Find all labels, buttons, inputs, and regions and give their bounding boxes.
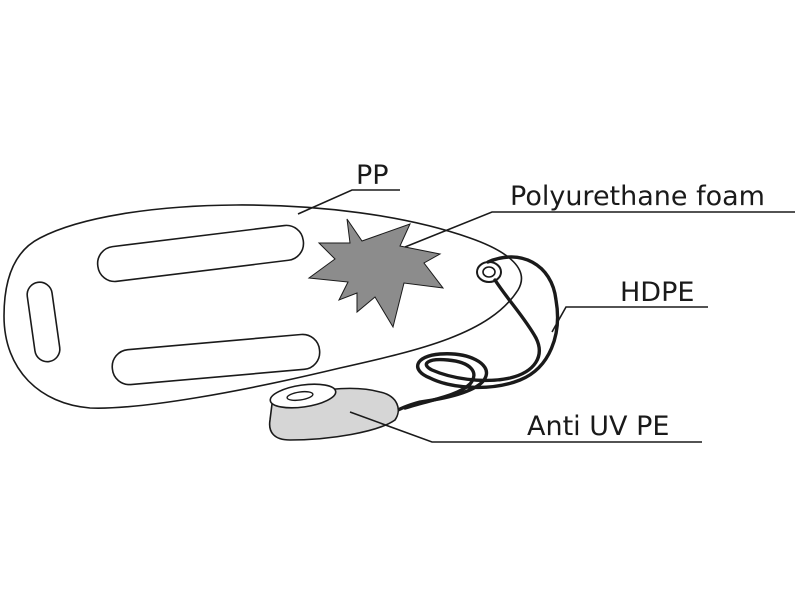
polyurethane-foam-core bbox=[307, 218, 445, 329]
strap-buckle-hole bbox=[286, 390, 314, 402]
label-polyurethane-foam: Polyurethane foam bbox=[510, 181, 765, 212]
handle-slot-top bbox=[96, 224, 305, 283]
handle-slot-end bbox=[26, 281, 61, 363]
leader-line-anti-uv-pe bbox=[349, 411, 702, 443]
eyelet-inner bbox=[482, 266, 496, 278]
label-anti-uv-pe: Anti UV PE bbox=[527, 411, 669, 442]
hdpe-lanyard-rope-inner bbox=[403, 278, 541, 410]
leader-line-pp bbox=[297, 189, 400, 215]
label-hdpe: HDPE bbox=[620, 277, 694, 308]
label-pp: PP bbox=[356, 160, 389, 191]
leader-line-polyurethane-foam bbox=[404, 211, 795, 248]
handle-slot-bottom bbox=[111, 333, 321, 386]
leader-line-hdpe bbox=[551, 306, 708, 333]
